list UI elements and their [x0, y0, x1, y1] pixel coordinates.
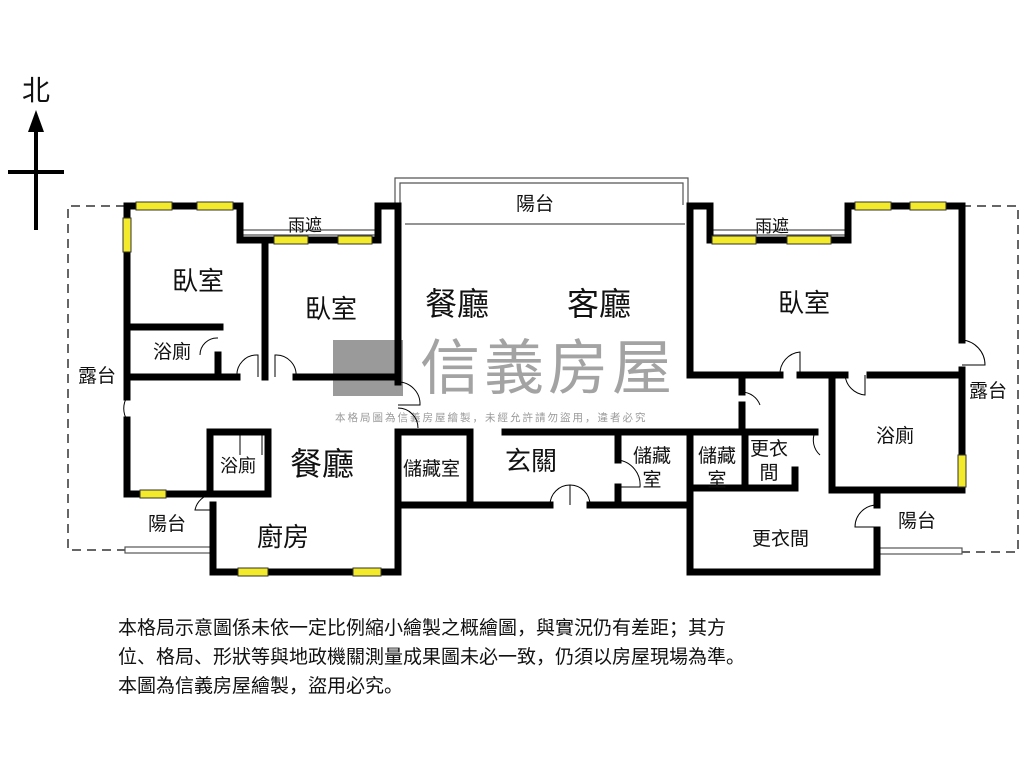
disclaimer-line-2: 位、格局、形狀等與地政機關測量成果圖未必一致，仍須以房屋現場為準。: [118, 646, 746, 668]
label-storage-w: 儲藏室: [403, 458, 460, 480]
label-balcony-top: 陽台: [516, 193, 554, 215]
label-rain-cover-right: 雨遮: [755, 217, 789, 237]
label-bath-nw: 浴廁: [153, 340, 191, 363]
compass-arrow-icon: [8, 110, 64, 230]
label-living: 客廳: [567, 285, 631, 323]
label-closet-small: 更衣間: [749, 438, 788, 484]
label-rain-cover-left: 雨遮: [288, 216, 322, 236]
label-storage-e: 儲藏室: [697, 445, 736, 491]
label-closet-large: 更衣間: [752, 528, 809, 550]
watermark-logo: [333, 340, 403, 396]
label-terrace-w: 露台: [78, 365, 116, 387]
door-swings: [123, 337, 986, 528]
disclaimer: 本格局示意圖係未依一定比例縮小繪製之概繪圖，與實況仍有差距；其方 位、格局、形狀…: [118, 614, 745, 701]
label-kitchen: 廚房: [257, 523, 309, 553]
label-terrace-e: 露台: [969, 380, 1007, 402]
label-balcony-se: 陽台: [898, 510, 936, 532]
label-bath-sw: 浴廁: [220, 455, 256, 477]
railings: [124, 177, 963, 555]
room-labels: 陽台 雨遮 雨遮 臥室 臥室 臥室 餐廳 客廳 浴廁 露台 露台 浴廁 餐廳 儲…: [78, 193, 1007, 553]
label-dining-sw: 餐廳: [290, 445, 354, 483]
label-foyer: 玄關: [505, 447, 557, 477]
walls: [123, 202, 966, 576]
label-bedroom-ne: 臥室: [778, 289, 830, 319]
label-bedroom-nw: 臥室: [172, 267, 224, 297]
label-bath-e: 浴廁: [876, 424, 914, 447]
label-storage-c: 儲藏室: [632, 445, 671, 491]
disclaimer-line-1: 本格局示意圖係未依一定比例縮小繪製之概繪圖，與實況仍有差距；其方: [118, 617, 727, 639]
windows: [122, 201, 967, 577]
north-label: 北: [22, 74, 50, 107]
label-bedroom-n: 臥室: [305, 295, 357, 325]
label-dining-main: 餐廳: [425, 285, 489, 323]
terrace-outline: [67, 205, 1019, 553]
watermark-brand: 信義房屋: [420, 334, 676, 404]
disclaimer-line-3: 本圖為信義房屋繪製，盜用必究。: [118, 675, 404, 697]
label-balcony-sw: 陽台: [148, 513, 186, 535]
